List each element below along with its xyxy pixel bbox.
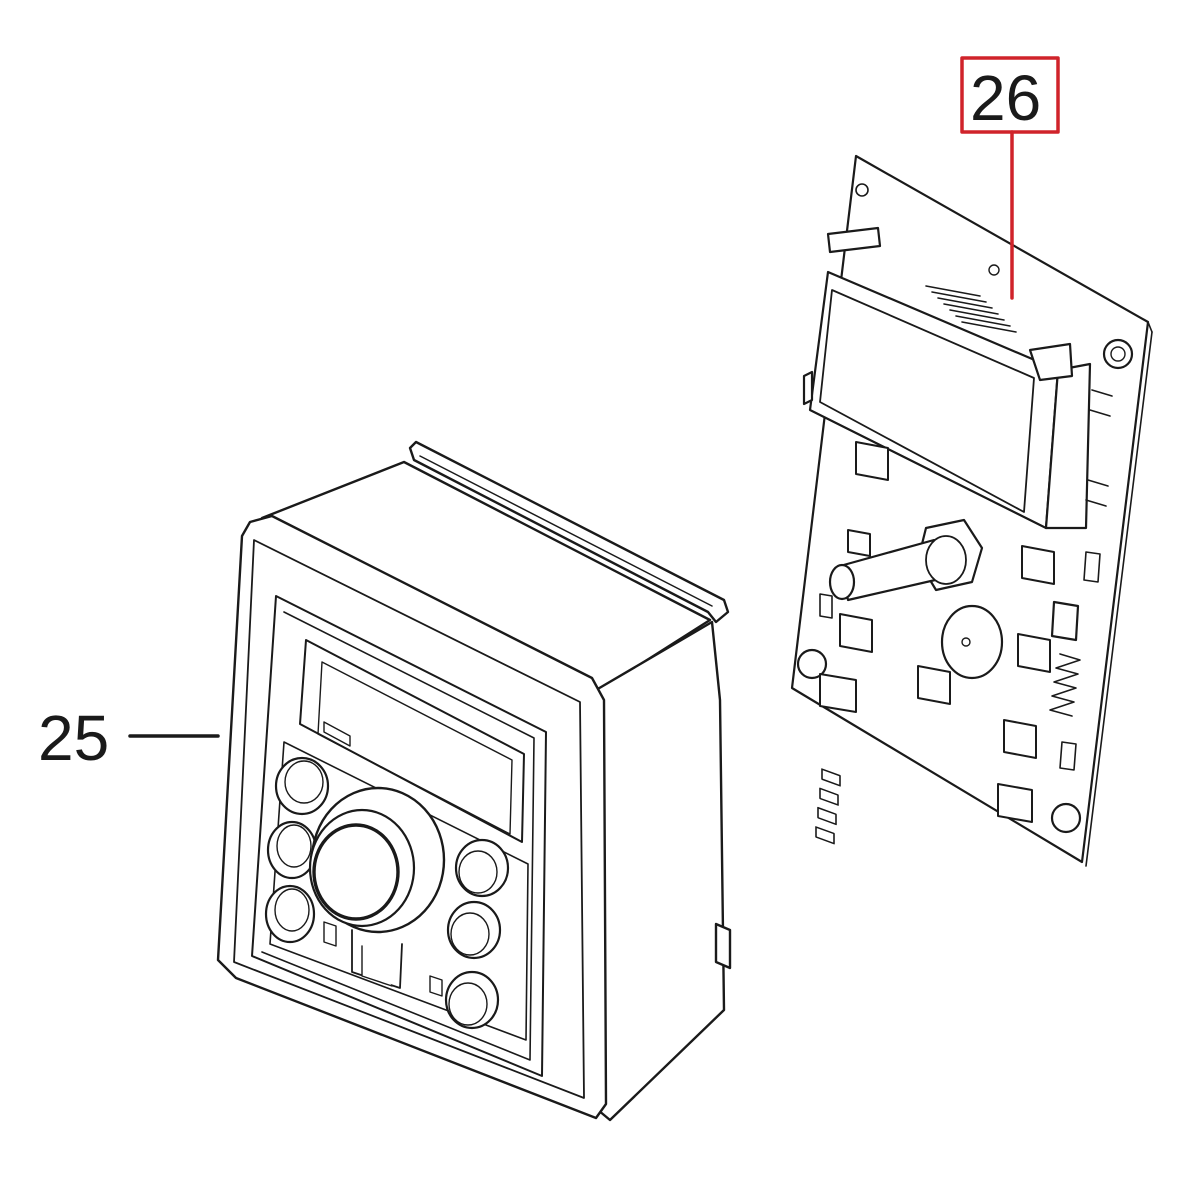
pcb-buzzer-hole [961,637,971,647]
callout-25: 25 [38,702,220,774]
control-panel-housing [216,440,732,1122]
housing-bezel-inner [233,539,585,1099]
pcb-mount-hole-1 [855,183,869,197]
knob-cap [312,823,400,921]
control-pcb [790,154,1153,867]
knob-stem-inner [361,945,393,987]
edge-pad [821,768,841,787]
switch-4 [1017,633,1051,673]
edge-pad [815,826,835,845]
switch-6 [917,665,951,705]
pcb-spring [1049,653,1081,717]
connector-pin [1089,409,1111,417]
pcb-board [790,154,1150,864]
lcd-pin [955,315,1011,327]
lcd-header-pins [925,285,1017,333]
edge-pad [817,806,837,826]
pcb-board-edge-2 [1085,331,1153,867]
callout-26: 26 [960,56,1060,300]
connector-pin [1087,479,1109,487]
switch-7 [1003,719,1037,759]
button-left-top-cap [284,760,324,804]
housing-display-window-inner [317,661,513,835]
pcb-tactile-switches [819,441,1055,823]
right-buttons [444,838,510,1030]
housing-front-recess [251,595,547,1077]
housing-button-deck [269,741,529,1041]
lcd-module-bracket-top [826,226,882,254]
pcb-mount-hole-2 [1102,338,1134,370]
housing-small-slot [323,921,337,947]
lcd-pin [931,291,987,303]
lcd-pin [961,321,1017,333]
switch-8 [997,783,1033,823]
switch-5 [819,673,857,713]
pcb-mount-hole-3 [796,648,828,680]
button-right-top-cap [458,850,498,894]
lcd-module-side [1044,362,1092,530]
lcd-pin [937,297,993,309]
callout-26-highlight-box [960,56,1060,134]
housing-small-slot-2 [429,975,443,997]
pcb-edge-pads [815,768,841,845]
button-right-bottom-cap [448,982,488,1026]
switch-3 [839,613,873,653]
lcd-pin [943,303,999,315]
pcb-right-connector [1085,389,1113,507]
pcb-component-rect-3 [1083,551,1101,583]
callout-26-label: 26 [970,62,1041,134]
button-right-middle-cap [450,912,490,956]
housing-recess-lip [261,611,535,1061]
pcb-small-connector [1050,600,1080,642]
pcb-board-edge [1147,321,1153,333]
rotary-knob [308,786,446,989]
switch-2 [1021,545,1055,585]
switch-9 [847,529,871,557]
connector-pin [1091,389,1113,397]
lcd-module-bracket-right [1028,342,1074,382]
connector-pin [1085,499,1107,507]
edge-pad [819,787,839,806]
housing-display-tab [323,721,351,747]
lcd-pin [925,285,981,297]
pcb-mount-hole-4 [1050,802,1082,834]
lcd-module-tab-left [802,370,814,406]
pcb-rotary-encoder [828,518,984,602]
pcb-mount-hole-2-inner [1110,346,1126,362]
pcb-component-rect-2 [1059,741,1077,771]
button-left-bottom-cap [274,888,310,932]
pcb-buzzer [940,604,1004,680]
housing-rail-inner [419,455,713,607]
pcb-mount-hole-small [988,264,1000,276]
callout-25-label: 25 [38,702,109,774]
encoder-shaft-tip [828,563,856,601]
button-left-middle-cap [276,824,312,868]
housing-side-clip [714,922,732,970]
lcd-module-screen [819,289,1035,513]
switch-1 [855,441,889,481]
encoder-nut [925,535,967,585]
housing-right-face [594,620,726,1122]
pcb-component-rect-1 [819,593,833,619]
housing-display-window [299,639,525,843]
lcd-pin [949,309,1005,321]
